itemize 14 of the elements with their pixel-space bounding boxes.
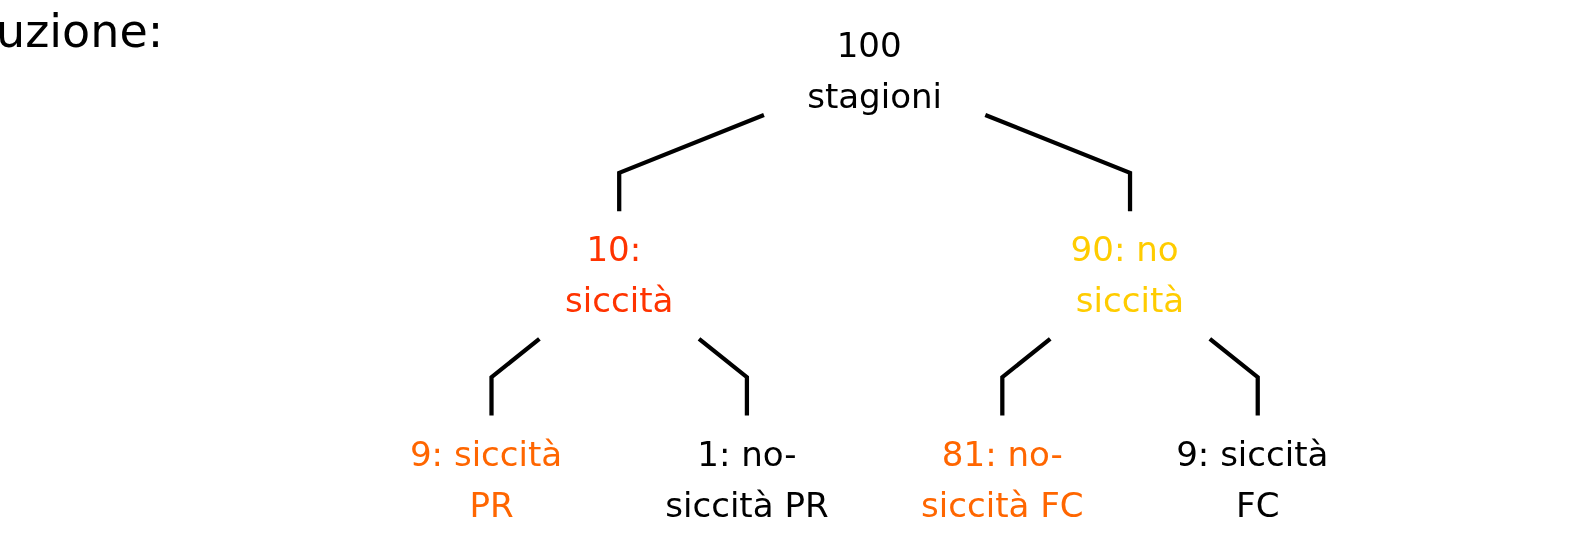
node-text: 10: siccità: [564, 229, 674, 321]
node-text: 90: no siccità: [1070, 229, 1185, 321]
node-text: 9: siccità FC: [1176, 434, 1329, 525]
heading-text: uzione:: [0, 4, 164, 58]
connector: [697, 337, 749, 416]
node-text: 9: siccità PR: [409, 434, 563, 525]
node-text: 81: no-siccità FC: [920, 434, 1084, 525]
connector: [616, 112, 765, 212]
node-text: 100 stagioni: [807, 25, 942, 116]
connector: [489, 337, 541, 416]
connector: [1000, 337, 1052, 416]
connector: [1208, 337, 1260, 416]
connector: [984, 112, 1133, 212]
node-text: 1: no-siccità PR: [665, 434, 829, 525]
